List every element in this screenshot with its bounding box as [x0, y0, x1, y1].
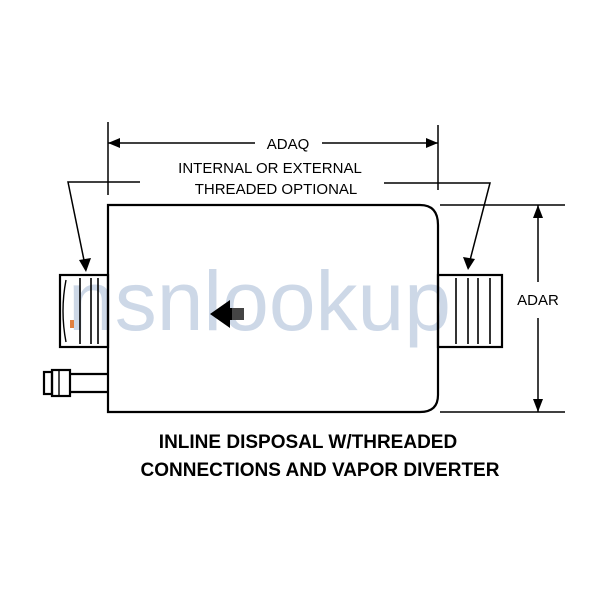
caption-line-2: CONNECTIONS AND VAPOR DIVERTER — [141, 460, 500, 481]
width-dimension-label: ADAQ — [267, 136, 310, 153]
right-fitting — [436, 273, 504, 349]
accent-dot — [70, 320, 74, 328]
left-fitting — [58, 273, 110, 349]
arrowheads — [79, 138, 543, 412]
note-leader-lines — [67, 181, 491, 271]
vapor-diverter-nozzle — [42, 368, 108, 398]
height-dimension-label: ADAR — [517, 292, 559, 309]
caption-line-1: INLINE DISPOSAL W/THREADED — [159, 432, 457, 453]
canister-body — [106, 203, 440, 414]
note-line-1: INTERNAL OR EXTERNAL — [178, 160, 362, 177]
drawing-lines — [42, 122, 565, 414]
width-dimension-line — [107, 122, 439, 195]
watermark-text: nsnlookup — [68, 254, 451, 348]
arrow-left-icon — [210, 300, 244, 328]
note-line-2: THREADED OPTIONAL — [195, 181, 358, 198]
